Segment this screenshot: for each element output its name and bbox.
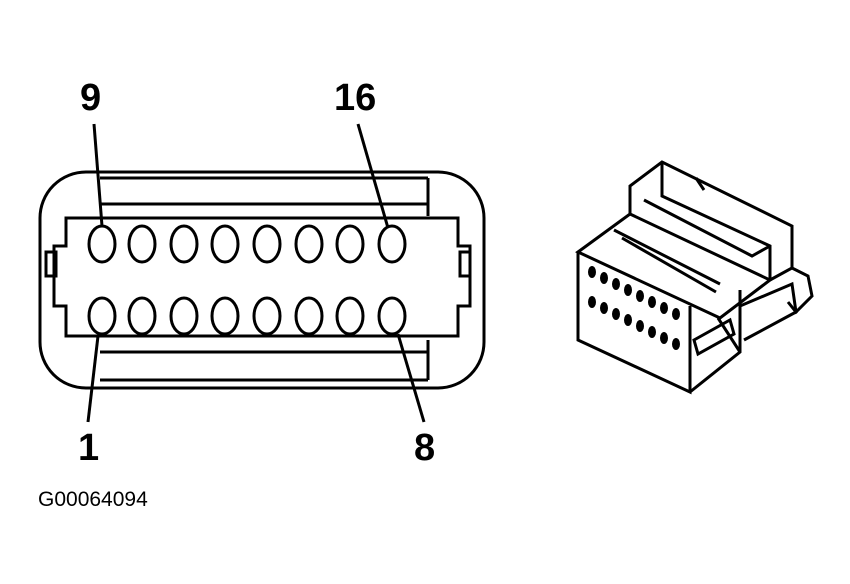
connector-slot-inner (613, 228, 721, 294)
pin-hole (588, 296, 596, 308)
connector-upper-ridge (660, 162, 772, 280)
connector-isometric-view (575, 160, 814, 395)
pin-hole (636, 290, 644, 302)
connector-body-front (576, 252, 692, 395)
leader-pin-9 (92, 123, 104, 227)
pin-label-8: 8 (414, 427, 435, 469)
connector-isometric-pin-holes (588, 266, 680, 350)
pin-hole (660, 302, 668, 314)
connector-left-latch (44, 250, 58, 278)
pin-hole (636, 320, 644, 332)
pin-cavity (377, 296, 407, 336)
connector-face-view: 9 16 1 8 (38, 77, 486, 469)
pin-cavity (252, 224, 282, 264)
pin-cavity (127, 224, 157, 264)
leader-pin-1 (86, 335, 100, 423)
pin-hole (660, 332, 668, 344)
pin-cavity (335, 224, 365, 264)
pin-label-9: 9 (80, 77, 101, 119)
pin-cavity (335, 296, 365, 336)
connector-latch-tab (739, 281, 798, 342)
pin-hole (612, 278, 620, 290)
pin-hole (600, 272, 608, 284)
connector-key-slot (692, 317, 736, 357)
pin-hole (648, 296, 656, 308)
pin-hole (600, 302, 608, 314)
pin-cavity (87, 296, 117, 336)
connector-right-latch (458, 250, 472, 278)
connector-outer-shell (38, 170, 486, 390)
pin-label-16: 16 (334, 77, 376, 119)
connector-upper-ridge-2 (643, 198, 771, 258)
pin-hole (672, 338, 680, 350)
pin-cavity (127, 296, 157, 336)
connector-latch-arm (786, 266, 814, 315)
pin-cavity (377, 224, 407, 264)
pin-label-1: 1 (78, 427, 99, 469)
pin-hole (672, 308, 680, 320)
leader-pin-8 (396, 333, 426, 423)
leader-pin-16 (356, 123, 390, 229)
pin-cavity (252, 296, 282, 336)
pin-row-top (87, 224, 407, 264)
pin-hole (624, 314, 632, 326)
pin-cavity (210, 296, 240, 336)
pin-cavity (294, 224, 324, 264)
pin-hole (624, 284, 632, 296)
connector-stub (694, 177, 706, 191)
pin-cavity (169, 296, 199, 336)
pin-cavity (210, 224, 240, 264)
pin-cavity (169, 224, 199, 264)
connector-corner-edge (716, 317, 742, 353)
connector-upper-block (628, 160, 794, 282)
pin-cavity (87, 224, 117, 264)
pin-row-bottom (87, 296, 407, 336)
pin-hole (612, 308, 620, 320)
connector-pin-cavity-housing (52, 216, 472, 338)
pin-hole (588, 266, 596, 278)
pin-hole (648, 326, 656, 338)
pin-cavity (294, 296, 324, 336)
figure-id: G00064094 (38, 488, 148, 511)
